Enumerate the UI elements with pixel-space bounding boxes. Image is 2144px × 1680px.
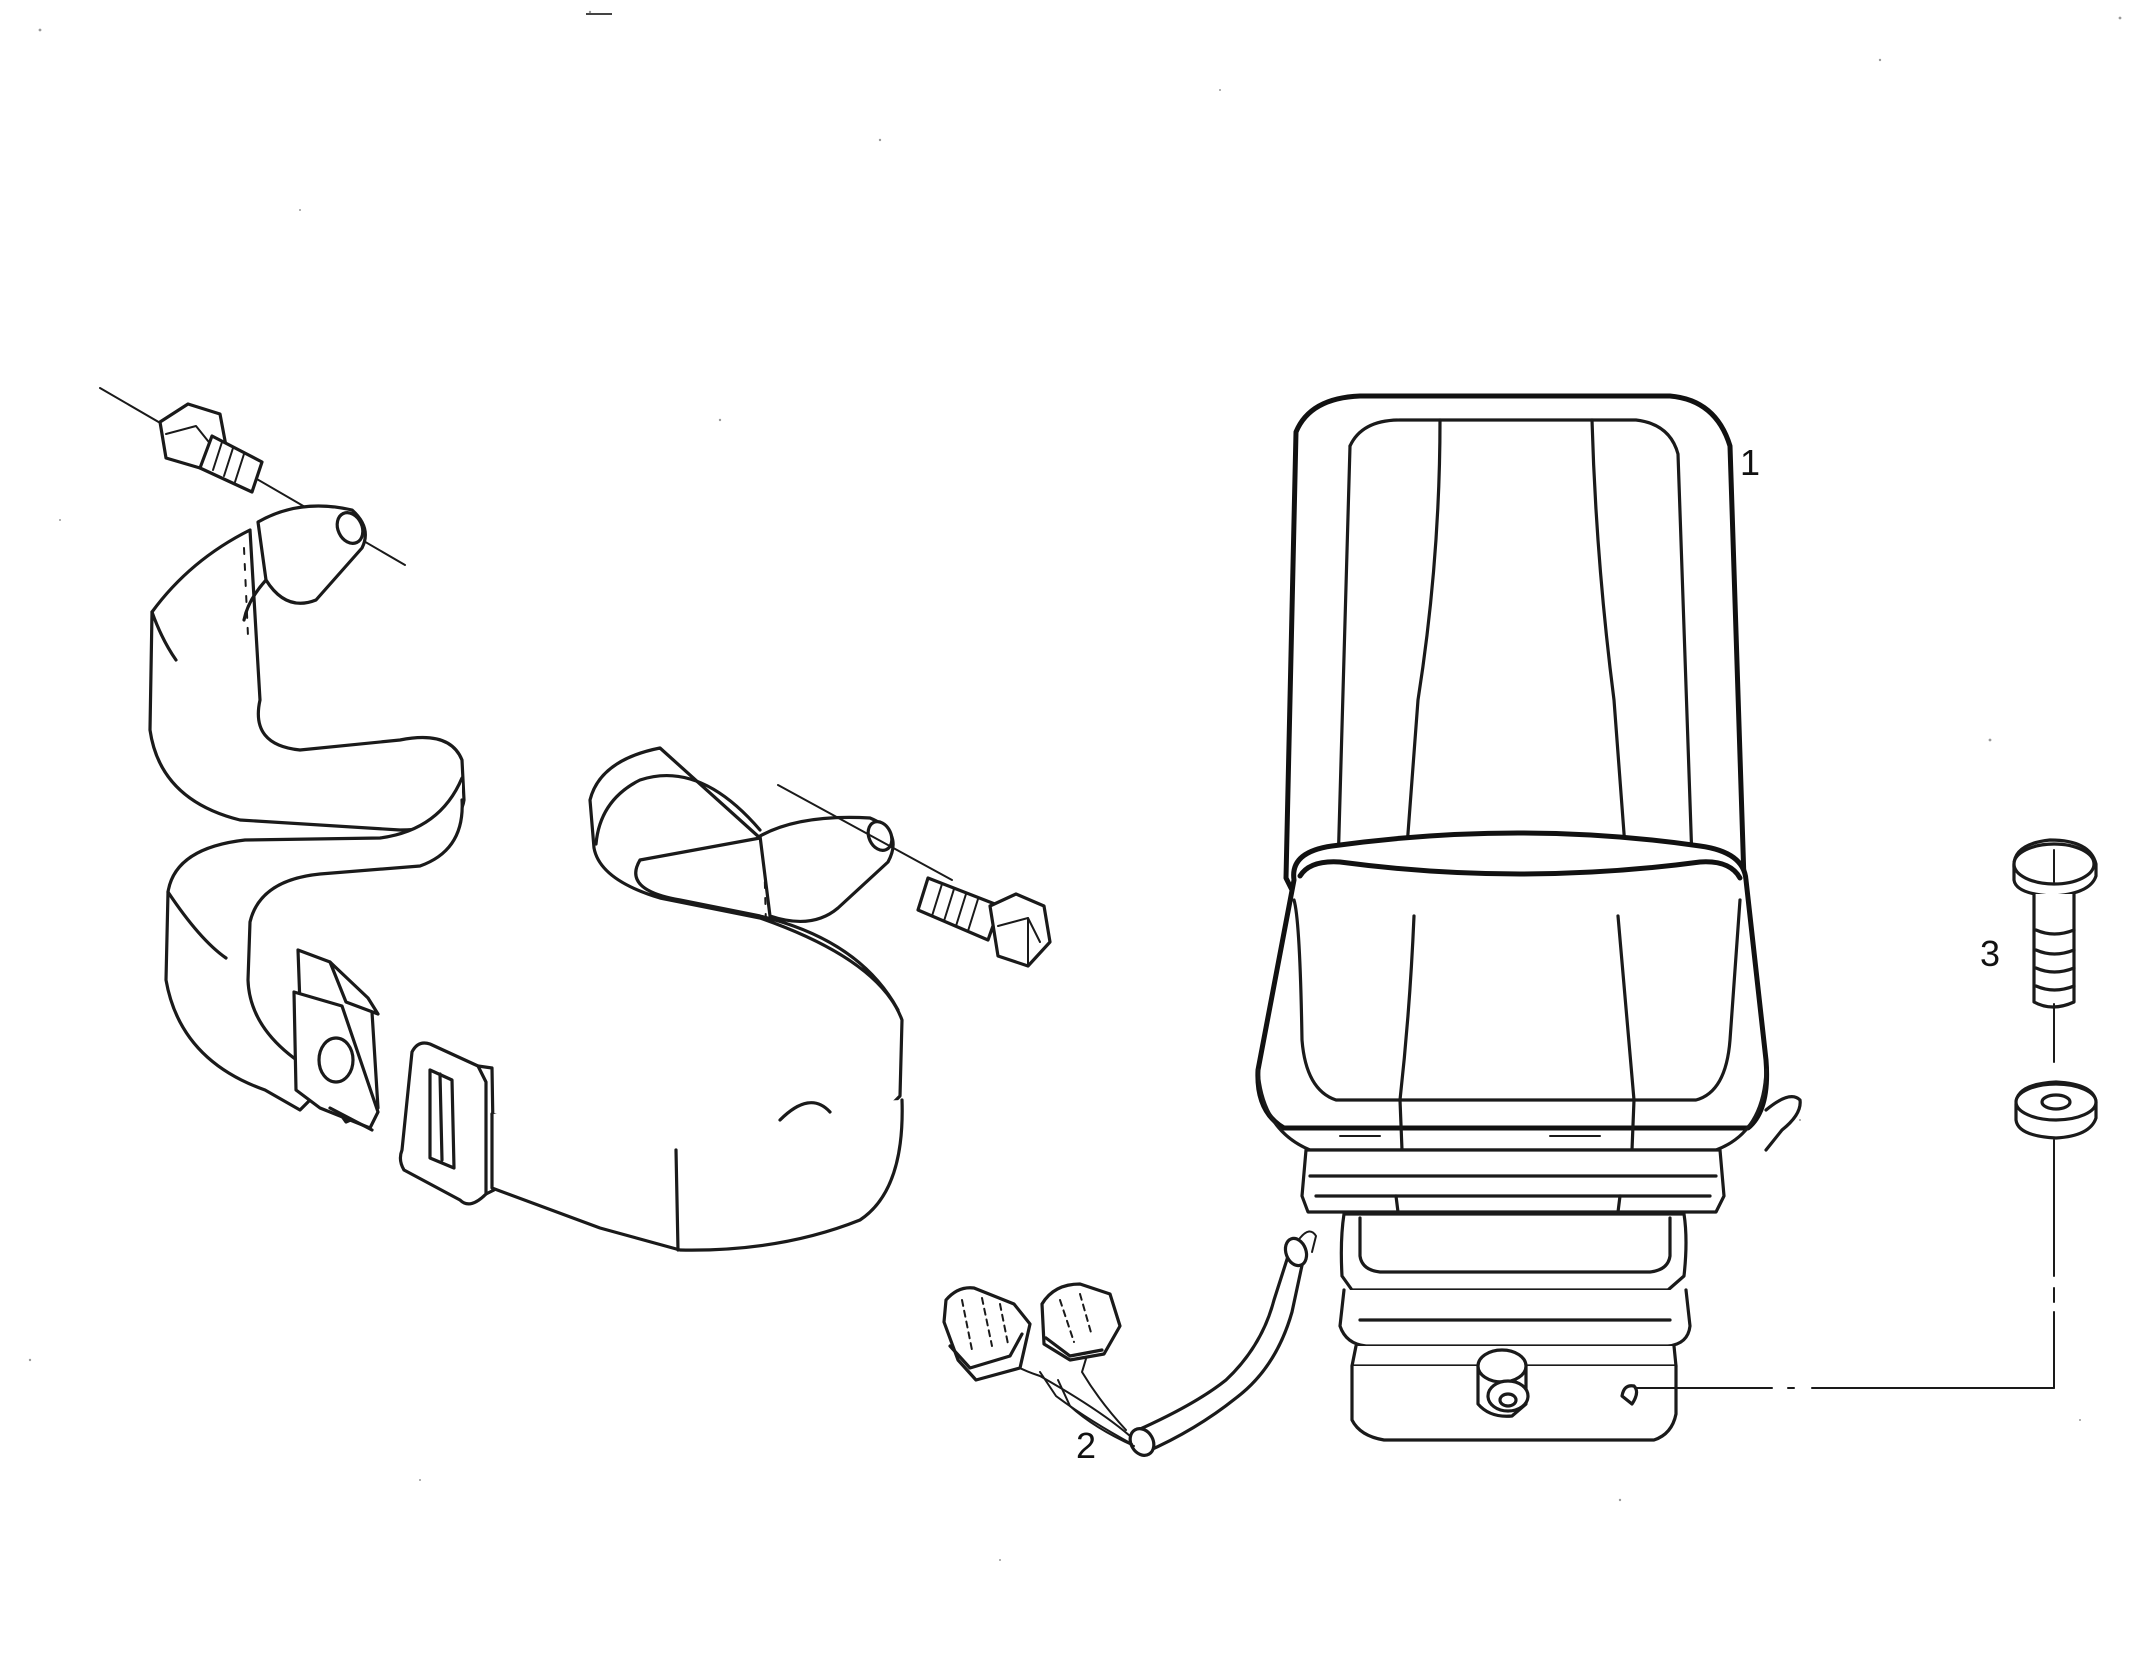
seat-belt-assembly <box>99 387 1052 1252</box>
wiring-harness <box>942 1230 1317 1457</box>
seat-suspension-base <box>1339 1212 1688 1292</box>
lower-anchor-plate <box>758 815 895 923</box>
connector-a <box>942 1286 1032 1382</box>
belt-tongue <box>398 1041 496 1206</box>
connector-b <box>1040 1282 1122 1362</box>
belt-strap-upper <box>148 528 466 1112</box>
washer <box>2014 1080 2098 1140</box>
upper-bolt <box>158 402 264 494</box>
seat-backrest <box>1283 393 1747 899</box>
lower-bolt <box>916 876 1052 968</box>
upper-anchor-plate <box>256 504 367 605</box>
seat-adjust-knob <box>1476 1348 1530 1418</box>
mounting-bolt-assembly <box>1635 838 2098 1389</box>
belt-buckle <box>292 948 380 1132</box>
belt-strap-lower <box>490 746 904 1252</box>
callout-bolt: 3 <box>1980 933 2000 974</box>
scan-specks <box>28 10 2122 1561</box>
callout-harness: 2 <box>1076 1425 1096 1466</box>
callout-seat: 1 <box>1740 442 1760 483</box>
seat-assembly <box>1255 393 1802 1442</box>
